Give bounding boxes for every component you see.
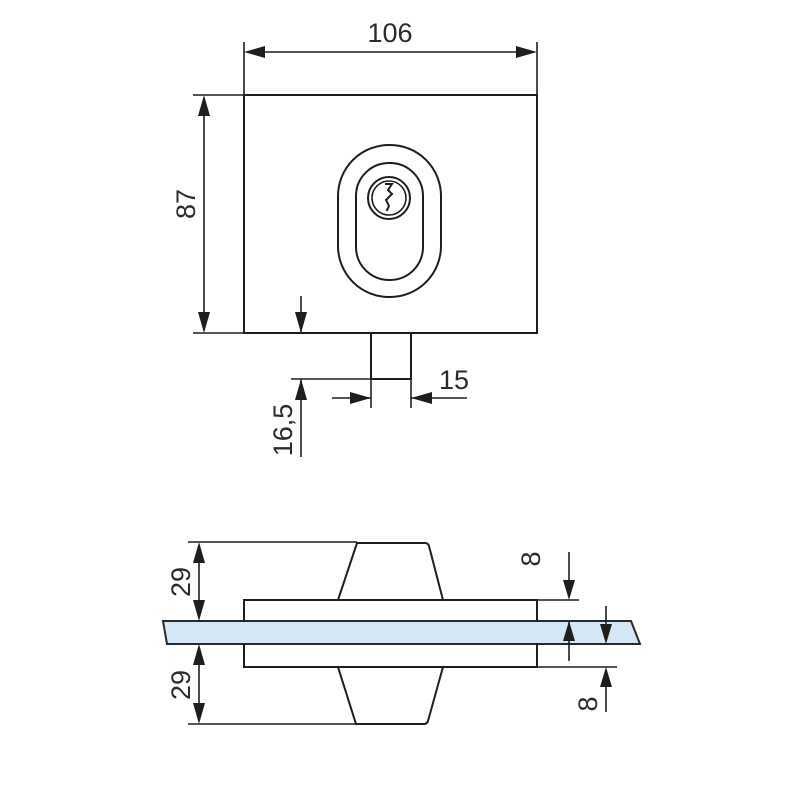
key-cylinder-outer <box>367 176 411 220</box>
top-plate <box>243 599 538 622</box>
dimension-bolt-projection: 16,5 <box>268 296 371 457</box>
bottom-plate <box>243 643 538 668</box>
latch-bolt <box>370 332 412 380</box>
lock-body <box>243 94 538 334</box>
front-view: 106 87 16,5 15 <box>171 18 538 457</box>
escutcheon-inner <box>355 162 424 281</box>
dimension-top-plate: 8 <box>516 551 579 661</box>
glass-pane <box>161 620 642 645</box>
bolt-projection-label: 16,5 <box>268 404 298 457</box>
keyway-icon <box>384 183 394 212</box>
bolt-width-label: 15 <box>439 365 469 395</box>
bottom-knob <box>336 665 445 725</box>
dimension-width: 106 <box>243 18 538 95</box>
top-knob-height-label: 29 <box>166 567 196 597</box>
dimension-height: 87 <box>171 94 244 334</box>
dimension-top-knob: 29 <box>166 541 357 621</box>
dimension-bottom-plate: 8 <box>537 606 617 712</box>
bottom-knob-height-label: 29 <box>166 670 196 700</box>
escutcheon-outer <box>337 144 442 298</box>
dimension-bolt-width: 15 <box>332 365 469 408</box>
dimension-bottom-knob: 29 <box>166 644 356 725</box>
key-cylinder-inner <box>371 180 407 216</box>
bottom-plate-thickness-label: 8 <box>573 696 603 711</box>
height-dimension-label: 87 <box>171 189 201 219</box>
side-view: 29 29 8 8 <box>161 541 642 725</box>
width-dimension-label: 106 <box>367 18 412 48</box>
top-knob <box>336 542 445 602</box>
top-plate-thickness-label: 8 <box>516 551 546 566</box>
